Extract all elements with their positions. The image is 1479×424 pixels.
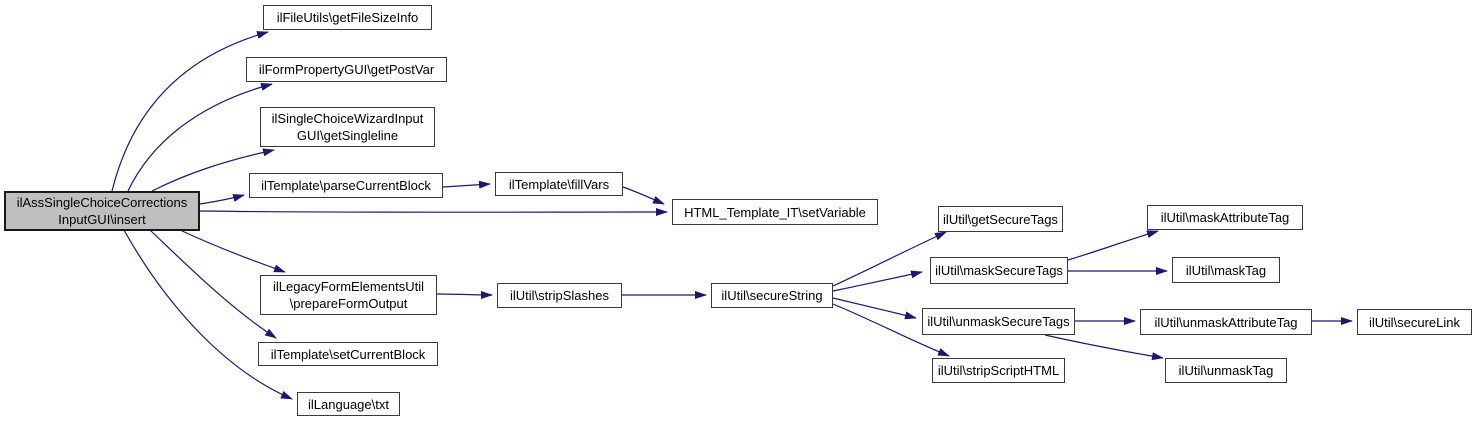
node-ilutil-securelink[interactable]: ilUtil\secureLink	[1357, 309, 1472, 335]
node-iltemplate-setcurrentblock[interactable]: ilTemplate\setCurrentBlock	[258, 342, 438, 366]
node-ilutil-masksecuretags[interactable]: ilUtil\maskSecureTags	[930, 257, 1068, 284]
node-label: ilUtil\secureLink	[1368, 314, 1461, 330]
node-label: ilUtil\secureString	[721, 288, 823, 303]
edge-secureString-to-stripScriptHTML	[832, 303, 950, 357]
node-label: HTML_Template_IT\setVariable	[684, 204, 866, 220]
edge-secureString-to-maskSecureTags	[832, 270, 923, 292]
edge-secureString-to-unmaskSecureTags	[832, 297, 917, 320]
node-html-template-it-setvariable[interactable]: HTML_Template_IT\setVariable	[672, 199, 878, 225]
node-label: ilFileUtils\getFileSizeInfo	[276, 10, 419, 25]
node-label: \prepareFormOutput	[289, 296, 408, 311]
node-ilutil-stripscripthtml[interactable]: ilUtil\stripScriptHTML	[932, 358, 1065, 383]
node-label: ilUtil\stripScriptHTML	[937, 363, 1060, 378]
edge-maskSecureTags-to-maskAttributeTag	[1067, 230, 1159, 261]
node-label: ilAssSingleChoiceCorrections	[16, 195, 188, 210]
edge-parseCurrentBlock-to-fillVars	[442, 180, 491, 189]
node-ilutil-maskattributetag[interactable]: ilUtil\maskAttributeTag	[1147, 205, 1303, 230]
edge-root-to-txt	[123, 229, 293, 400]
node-label: ilUtil\unmaskAttributeTag	[1154, 314, 1298, 330]
edge-fillVars-to-setVariable	[622, 186, 665, 205]
node-illegacyformelementsutil-prepareformoutput[interactable]: ilLegacyFormElementsUtil \prepareFormOut…	[260, 275, 437, 315]
node-iltemplate-parsecurrentblock[interactable]: ilTemplate\parseCurrentBlock	[249, 173, 443, 198]
node-label: ilUtil\stripSlashes	[510, 288, 609, 303]
edge-prepareFormOutput-to-stripSlashes	[436, 290, 493, 299]
node-label: ilUtil\maskTag	[1185, 262, 1267, 278]
node-iltemplate-fillvars[interactable]: ilTemplate\fillVars	[495, 172, 623, 196]
node-label: ilLanguage\txt	[308, 396, 389, 412]
node-ilutil-getsecuretags[interactable]: ilUtil\getSecureTags	[938, 206, 1063, 232]
edge-root-to-setCurrentBlock	[149, 229, 277, 339]
node-ilfileutils-getfilesizeinfo[interactable]: ilFileUtils\getFileSizeInfo	[263, 5, 432, 30]
edge-secureString-to-getSecureTags	[832, 231, 947, 287]
edge-root-to-parseCurrentBlock	[199, 194, 245, 205]
node-ilformpropertygui-getpostvar[interactable]: ilFormPropertyGUI\getPostVar	[246, 57, 447, 82]
edge-root-to-prepareFormOutput	[179, 229, 286, 273]
node-label: ilUtil\unmaskTag	[1178, 363, 1274, 378]
node-illanguage-txt[interactable]: ilLanguage\txt	[297, 392, 400, 416]
node-label: ilTemplate\setCurrentBlock	[270, 346, 426, 362]
edge-root-to-getPostVar	[127, 83, 273, 192]
node-label: ilTemplate\fillVars	[508, 176, 610, 192]
node-ilasssinglechoicecorrectionsinputgui-insert: ilAssSingleChoiceCorrections InputGUI\in…	[4, 191, 200, 231]
node-ilutil-unmaskattributetag[interactable]: ilUtil\unmaskAttributeTag	[1140, 309, 1312, 335]
node-ilutil-securestring[interactable]: ilUtil\secureString	[711, 283, 833, 308]
node-ilsinglechoicewizardinputgui-getsingleline[interactable]: ilSingleChoiceWizardInput GUI\getSinglel…	[260, 107, 435, 147]
edge-root-to-setVariable	[199, 208, 668, 217]
node-label: ilTemplate\parseCurrentBlock	[261, 178, 431, 193]
node-label: ilSingleChoiceWizardInput	[271, 111, 424, 126]
node-label: GUI\getSingleline	[296, 128, 399, 143]
edge-unmaskSecureTags-to-unmaskTag	[1044, 334, 1164, 361]
node-label: InputGUI\insert	[58, 212, 146, 227]
node-ilutil-unmasksecuretags[interactable]: ilUtil\unmaskSecureTags	[922, 308, 1075, 335]
node-label: ilUtil\maskSecureTags	[935, 263, 1063, 278]
node-label: ilUtil\maskAttributeTag	[1160, 210, 1290, 225]
node-label: ilUtil\getSecureTags	[943, 211, 1058, 227]
node-label: ilFormPropertyGUI\getPostVar	[258, 62, 435, 77]
node-label: ilUtil\unmaskSecureTags	[927, 314, 1070, 329]
node-ilutil-unmasktag[interactable]: ilUtil\unmaskTag	[1165, 358, 1287, 383]
node-ilutil-stripslashes[interactable]: ilUtil\stripSlashes	[497, 283, 622, 308]
edge-root-to-getFileSizeInfo	[111, 31, 269, 192]
edge-root-to-getSingleline	[151, 148, 275, 192]
node-label: ilLegacyFormElementsUtil	[273, 279, 424, 294]
node-ilutil-masktag[interactable]: ilUtil\maskTag	[1172, 257, 1280, 283]
